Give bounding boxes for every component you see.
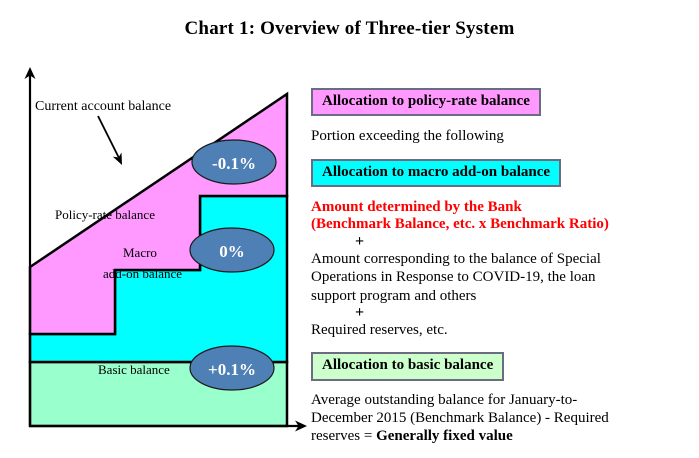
legend-box-policy-rate: Allocation to policy-rate balance: [311, 88, 541, 117]
spacer: [311, 339, 691, 352]
basic-body-line-3-emphasis: Generally fixed value: [376, 428, 513, 445]
legend-box-macro-add-on: Allocation to macro add-on balance: [311, 158, 562, 187]
plus-separator-2: +: [355, 304, 365, 322]
chart-label-macro-line1: Macro: [123, 245, 157, 260]
chart-svg: Current account balance Policy-rate bala…: [24, 67, 307, 432]
policy-rate-note: Portion exceeding the following: [311, 128, 504, 145]
rate-bubble-macro-label: 0%: [219, 242, 245, 261]
current-account-balance-arrowhead-icon: [112, 152, 122, 165]
spacer: [311, 146, 691, 159]
basic-body-line-1: Average outstanding balance for January-…: [311, 391, 578, 408]
chart-label-basic-balance: Basic balance: [98, 362, 170, 377]
basic-body-line-2: December 2015 (Benchmark Balance) - Requ…: [311, 409, 609, 426]
spacer: [311, 116, 691, 127]
chart-figure: Current account balance Policy-rate bala…: [0, 62, 320, 452]
spacer: [311, 381, 691, 391]
y-axis-arrow-icon: [24, 67, 36, 79]
macro-red-line-2: (Benchmark Balance, etc. x Benchmark Rat…: [311, 216, 609, 233]
macro-body-line-3: support program and others: [311, 287, 477, 304]
macro-red-line-1: Amount determined by the Bank: [311, 198, 522, 215]
basic-body-line-3-prefix: reserves =: [311, 428, 377, 445]
macro-body-line-1: Amount corresponding to the balance of S…: [311, 251, 601, 268]
legend-box-basic-balance: Allocation to basic balance: [311, 352, 505, 381]
explanation-panel: Allocation to policy-rate balance Portio…: [311, 88, 691, 446]
chart-label-macro-line2: add-on balance: [103, 266, 182, 281]
macro-body-line-4: Required reserves, etc.: [311, 322, 448, 339]
current-account-balance-leader-line: [97, 115, 120, 159]
rate-bubble-basic-shape: [189, 345, 275, 391]
chart-label-current-account-balance: Current account balance: [35, 99, 171, 114]
chart-label-policy-rate-balance: Policy-rate balance: [55, 207, 155, 222]
rate-bubble-policy-shape: [191, 139, 277, 185]
x-axis-arrow-icon: [295, 420, 307, 432]
rate-bubble-macro-shape: [189, 227, 275, 273]
plus-separator-1: +: [355, 233, 365, 251]
rate-bubble-basic-label: +0.1%: [208, 360, 256, 379]
basic-body-line-3: reserves = Generally fixed value: [311, 427, 691, 445]
macro-body-line-2: Operations in Response to COVID-19, the …: [311, 269, 596, 286]
spacer: [311, 187, 691, 199]
rate-bubble-policy-label: -0.1%: [212, 154, 256, 173]
page-title: Chart 1: Overview of Three-tier System: [184, 18, 515, 39]
